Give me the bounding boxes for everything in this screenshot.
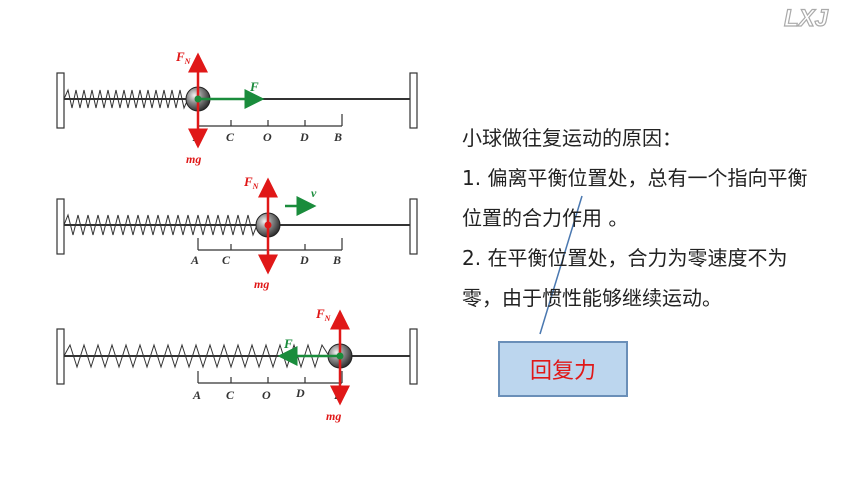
explanation-text: 小球做往复运动的原因： 1. 偏离平衡位置处，总有一个指向平衡位置的合力作用 。…	[462, 118, 822, 318]
svg-text:LXJ: LXJ	[784, 5, 829, 32]
velocity-label: v	[311, 186, 317, 200]
answer-box: 回复力	[498, 341, 628, 397]
right-wall	[409, 198, 418, 255]
left-wall	[56, 198, 65, 255]
spring	[63, 88, 189, 110]
answer-box-label: 回复力	[529, 359, 596, 384]
weight-label: mg	[186, 152, 201, 166]
ball-center-dot	[264, 221, 272, 229]
force-label: F	[249, 79, 259, 94]
normal-force-label: FN	[243, 174, 260, 191]
normal-force-label: FN	[175, 49, 192, 66]
spring	[63, 213, 258, 237]
point-label: A	[192, 130, 201, 144]
callout-pointer-line	[539, 195, 583, 335]
point-label: C	[226, 130, 235, 144]
ball-center-dot	[336, 352, 344, 360]
point-label: O	[262, 388, 271, 402]
point-label: C	[226, 388, 235, 402]
panel-3: A C O D B FN mg F	[56, 306, 418, 423]
right-wall	[409, 72, 418, 129]
point-label: D	[299, 253, 309, 267]
explanation-heading: 小球做往复运动的原因：	[462, 126, 682, 150]
left-wall	[56, 72, 65, 129]
point-label: O	[262, 253, 271, 267]
right-wall	[409, 328, 418, 385]
force-label: F	[283, 336, 293, 351]
point-label: B	[333, 130, 342, 144]
point-label: C	[222, 253, 231, 267]
explanation-point-1: 1. 偏离平衡位置处，总有一个指向平衡位置的合力作用 。	[462, 166, 808, 230]
ball-center-dot	[194, 95, 202, 103]
panel-2: A C O D B FN mg v	[56, 174, 418, 291]
weight-label: mg	[326, 409, 341, 423]
point-label: A	[192, 388, 201, 402]
panel-1: A C O D B FN mg F	[56, 49, 418, 166]
logo: LXJ	[778, 0, 858, 36]
point-label: D	[295, 386, 305, 400]
explanation-point-2: 2. 在平衡位置处，合力为零速度不为零，由于惯性能够继续运动。	[462, 246, 788, 310]
left-wall	[56, 328, 65, 385]
weight-label: mg	[254, 277, 269, 291]
point-label: A	[190, 253, 199, 267]
point-label: O	[263, 130, 272, 144]
point-label: D	[299, 130, 309, 144]
normal-force-label: FN	[315, 306, 332, 323]
point-label: B	[332, 253, 341, 267]
